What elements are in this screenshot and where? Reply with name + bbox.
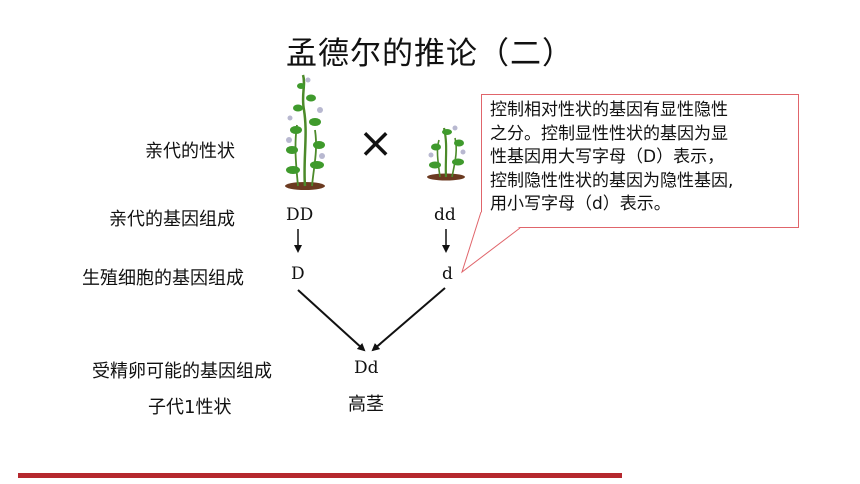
cross-symbol: × bbox=[358, 118, 394, 167]
page-title: 孟德尔的推论（二） bbox=[286, 36, 574, 72]
label-f1-trait: 子代1性状 bbox=[148, 397, 232, 418]
callout-line: 之分。控制显性性状的基因为显 bbox=[490, 123, 728, 144]
arrow-right-to-offspring bbox=[371, 287, 446, 352]
offspring-trait: 高茎 bbox=[348, 394, 384, 415]
label-parent-trait: 亲代的性状 bbox=[145, 141, 235, 162]
right-gamete: d bbox=[442, 264, 453, 284]
label-parent-genotype: 亲代的基因组成 bbox=[109, 209, 235, 230]
short-pea-plant-icon bbox=[427, 125, 466, 181]
tall-pea-plant-icon bbox=[285, 74, 325, 190]
label-gamete-genotype: 生殖细胞的基因组成 bbox=[82, 268, 244, 289]
callout-line: 控制隐性性状的基因为隐性基因, bbox=[490, 170, 734, 191]
callout-pointer bbox=[461, 211, 521, 274]
left-parent-genotype: DD bbox=[286, 205, 314, 225]
left-gamete: D bbox=[291, 264, 305, 284]
bottom-accent-bar bbox=[18, 473, 622, 478]
arrow-left-to-offspring bbox=[297, 289, 366, 352]
label-zygote-genotype: 受精卵可能的基因组成 bbox=[92, 361, 272, 382]
callout-line: 用小写字母（d）表示。 bbox=[490, 194, 671, 214]
offspring-genotype: Dd bbox=[354, 358, 379, 378]
right-parent-genotype: dd bbox=[434, 205, 456, 225]
callout-line: 性基因用大写字母（D）表示， bbox=[490, 147, 725, 167]
explanation-callout: 控制相对性状的基因有显性隐性 之分。控制显性性状的基因为显 性基因用大写字母（D… bbox=[481, 94, 799, 228]
callout-line: 控制相对性状的基因有显性隐性 bbox=[490, 100, 728, 120]
